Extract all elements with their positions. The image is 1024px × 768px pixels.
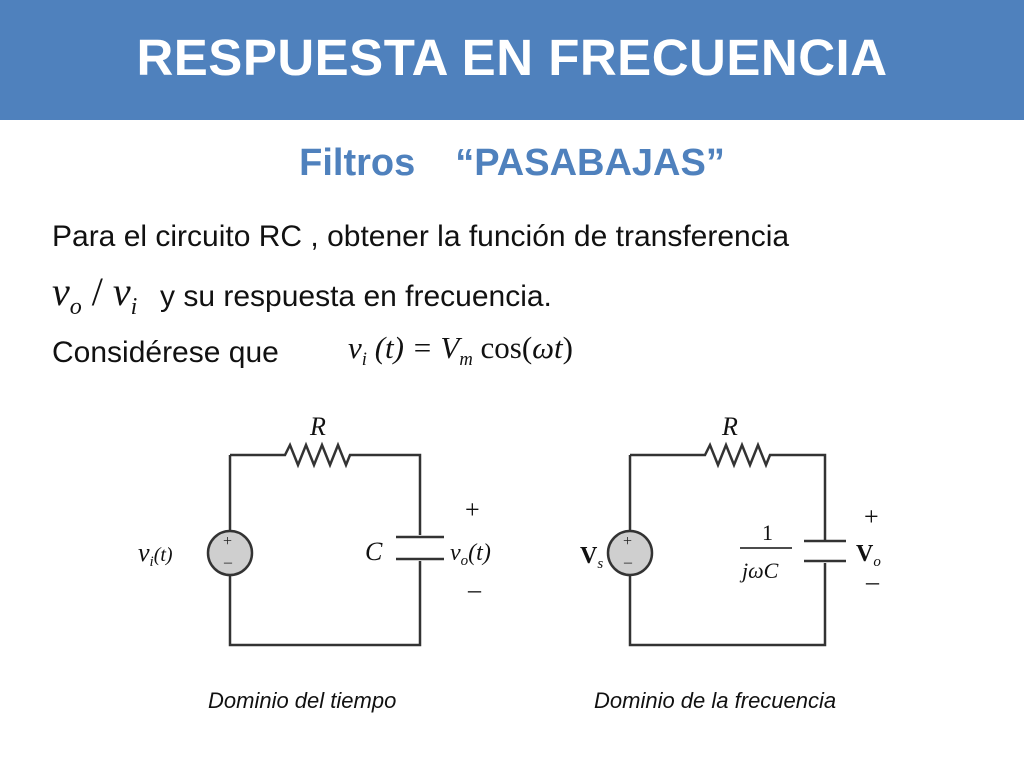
body-line-2: y su respuesta en frecuencia. <box>160 280 552 313</box>
title-bar: RESPUESTA EN FRECUENCIA <box>0 0 1024 120</box>
time-output-label: vo(t) <box>450 540 491 569</box>
subtitle-pasabajas: “PASABAJAS” <box>455 142 725 184</box>
subtitle-filtros: Filtros <box>299 142 416 184</box>
input-voltage-equation: vi (t) = Vm cos(ωt) <box>348 330 573 371</box>
svg-text:+: + <box>223 533 232 550</box>
time-source-label: vi(t) <box>138 538 173 570</box>
time-plus-sign: + <box>465 495 480 524</box>
caption-frequency-domain: Dominio de la frecuencia <box>594 688 837 713</box>
ratio-vo-vi: vo / vi <box>52 269 138 320</box>
slide-title: RESPUESTA EN FRECUENCIA <box>136 29 888 86</box>
freq-minus-sign: – <box>865 567 880 596</box>
slide-subtitle: Filtros “PASABAJAS” <box>0 142 1024 185</box>
time-resistor-label: R <box>309 412 326 441</box>
freq-output-label: Vo <box>856 541 881 570</box>
freq-voltage-source-icon <box>606 529 654 577</box>
caption-time-domain: Dominio del tiempo <box>208 688 397 713</box>
circuit-figure: + – R C + – vo(t) vi(t) + – R Vs 1 jωC +… <box>138 412 881 647</box>
freq-source-label: Vs <box>580 543 603 572</box>
freq-impedance-denominator: jωC <box>739 558 779 583</box>
freq-resistor-label: R <box>721 412 738 441</box>
freq-plus-sign: + <box>864 502 879 531</box>
svg-text:–: – <box>623 554 633 571</box>
body-line-1: Para el circuito RC , obtener la función… <box>52 220 790 253</box>
time-voltage-source-icon <box>206 529 254 577</box>
time-domain-circuit <box>206 441 444 647</box>
time-capacitor-label: C <box>365 537 383 566</box>
body-line-3: Considérese que <box>52 336 279 369</box>
frequency-domain-circuit <box>606 441 846 647</box>
svg-text:+: + <box>623 533 632 550</box>
svg-text:–: – <box>223 554 233 571</box>
time-minus-sign: – <box>467 575 482 604</box>
freq-impedance-numerator: 1 <box>762 520 773 545</box>
